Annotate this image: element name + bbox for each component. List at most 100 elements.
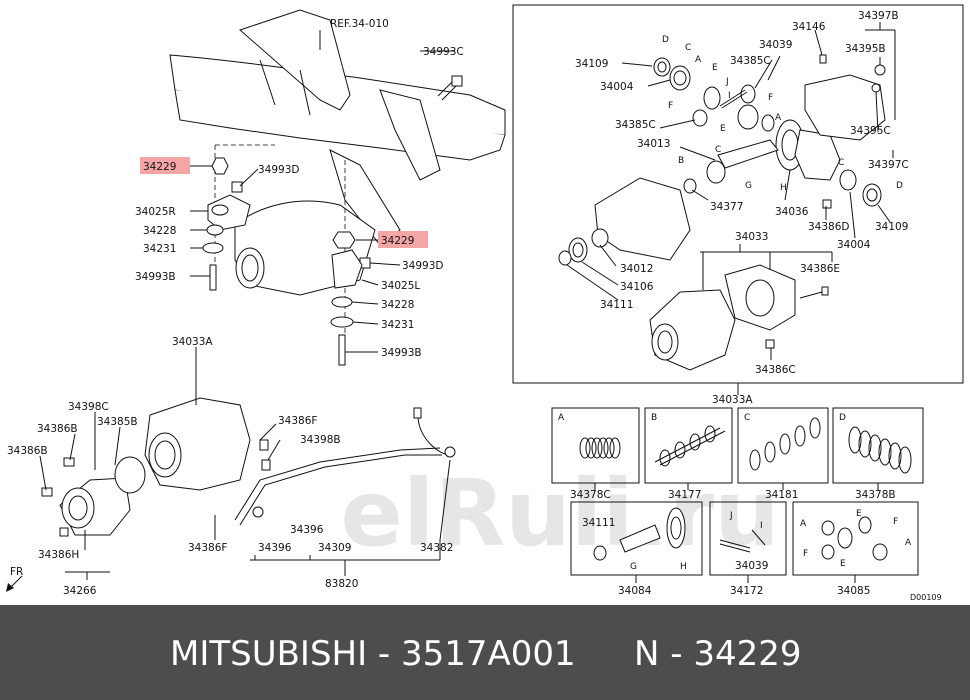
label-34109-a: 34109 [575, 58, 608, 70]
label-34036: 34036 [775, 206, 809, 218]
label-34386d: 34386D [808, 221, 850, 233]
letter-g-1: G [745, 181, 752, 191]
label-34993c: 34993C [423, 46, 464, 58]
label-34398b: 34398B [300, 434, 341, 446]
letter-f-2: F [768, 93, 773, 103]
highlight-34229-b [378, 231, 428, 248]
letter-c-2: C [715, 145, 721, 155]
label-34386b-a: 34386B [37, 423, 78, 435]
label-34231-b: 34231 [381, 319, 414, 331]
reference-number: N - 34229 [634, 634, 802, 674]
gear-set-34084 [593, 507, 686, 561]
group-a-letter: A [558, 413, 565, 423]
label-34172: 34172 [730, 585, 763, 597]
label-34039-a: 34039 [759, 39, 792, 51]
vent-hose [234, 407, 456, 526]
label-34039-b: 34039 [735, 560, 768, 572]
letter-d-1: D [662, 35, 669, 45]
label-34396-a: 34396 [290, 524, 324, 536]
label-34025l: 34025L [381, 280, 420, 292]
label-34993d-a: 34993D [258, 164, 300, 176]
label-34181: 34181 [765, 489, 798, 501]
label-34229-b: 34229 [381, 235, 414, 247]
label-34993b-a: 34993B [135, 271, 176, 283]
label-83820: 83820 [325, 578, 358, 590]
label-34395c: 34395C [850, 125, 891, 137]
ref-label: REF.34-010 [330, 18, 389, 30]
label-34385c-b: 34385C [615, 119, 656, 131]
letter-e-3: E [856, 509, 862, 519]
label-34231-a: 34231 [143, 243, 176, 255]
letter-f-1: F [668, 101, 673, 111]
label-34397b: 34397B [858, 10, 899, 22]
letter-f-3: F [893, 517, 898, 527]
label-34395b: 34395B [845, 43, 886, 55]
label-34378c: 34378C [570, 489, 611, 501]
label-34396-b: 34396 [258, 542, 292, 554]
label-34106: 34106 [620, 281, 654, 293]
label-34085: 34085 [837, 585, 870, 597]
bolt-34993c-icon [437, 75, 463, 101]
letter-a-4: A [905, 538, 912, 548]
highlight-34229-a [140, 157, 190, 174]
exploded-differential-parts [558, 54, 886, 371]
label-34177: 34177 [668, 489, 701, 501]
letter-d-2: D [896, 181, 903, 191]
bolts-lower-left [41, 457, 75, 537]
label-34033: 34033 [735, 231, 768, 243]
label-34385c-a: 34385C [730, 55, 771, 67]
letter-e-4: E [840, 559, 846, 569]
label-34109-b: 34109 [875, 221, 908, 233]
group-c-letter: C [744, 413, 750, 423]
label-34397c: 34397C [868, 159, 909, 171]
label-34386f-b: 34386F [188, 542, 227, 554]
letter-c-1: C [685, 43, 691, 53]
label-34146: 34146 [792, 21, 826, 33]
label-34398c: 34398C [68, 401, 109, 413]
label-34111-b: 34111 [582, 517, 615, 529]
letter-h-1: H [780, 183, 787, 193]
letter-a-1: A [695, 55, 702, 65]
letter-i-2: I [760, 521, 763, 531]
label-34111-a: 34111 [600, 299, 633, 311]
label-34004-b: 34004 [837, 239, 871, 251]
label-34385b: 34385B [97, 416, 138, 428]
label-34228-b: 34228 [381, 299, 414, 311]
letter-c-3: C [838, 158, 844, 168]
letter-g-2: G [630, 562, 637, 572]
label-34386f-a: 34386F [278, 415, 317, 427]
label-34378b: 34378B [855, 489, 896, 501]
fr-label: FR [10, 566, 23, 578]
label-34993d-b: 34993D [402, 260, 444, 272]
shim-sets [579, 417, 912, 474]
group-b-letter: B [651, 413, 657, 423]
label-34228-a: 34228 [143, 225, 176, 237]
label-34382: 34382 [420, 542, 453, 554]
label-34386h: 34386H [38, 549, 79, 561]
brand-part-number: MITSUBISHI - 3517A001 [170, 634, 576, 674]
crossmember [169, 9, 506, 246]
pin-34172 [719, 529, 766, 553]
letter-e-2: E [720, 124, 726, 134]
label-34229-a: 34229 [143, 161, 176, 173]
label-34377: 34377 [710, 201, 743, 213]
letter-a-3: A [800, 519, 807, 529]
label-34033a-b: 34033A [712, 394, 753, 406]
front-arrow-icon [6, 575, 23, 592]
label-34025r: 34025R [135, 206, 176, 218]
label-34309: 34309 [318, 542, 351, 554]
letter-h-2: H [680, 562, 687, 572]
label-34993b-b: 34993B [381, 347, 422, 359]
label-34013: 34013 [637, 138, 670, 150]
label-34386c: 34386C [755, 364, 796, 376]
label-34266: 34266 [63, 585, 97, 597]
parts-diagram: elRuli.ru [6, 4, 964, 602]
label-34012: 34012 [620, 263, 653, 275]
carrier-assembly [59, 397, 251, 536]
corner-code: D00109 [910, 593, 942, 602]
label-34004-a: 34004 [600, 81, 634, 93]
letter-j-1: J [725, 77, 729, 87]
footer-banner: MITSUBISHI - 3517A001 N - 34229 [0, 605, 970, 700]
letter-i-1: I [728, 91, 731, 101]
group-d-letter: D [839, 413, 846, 423]
